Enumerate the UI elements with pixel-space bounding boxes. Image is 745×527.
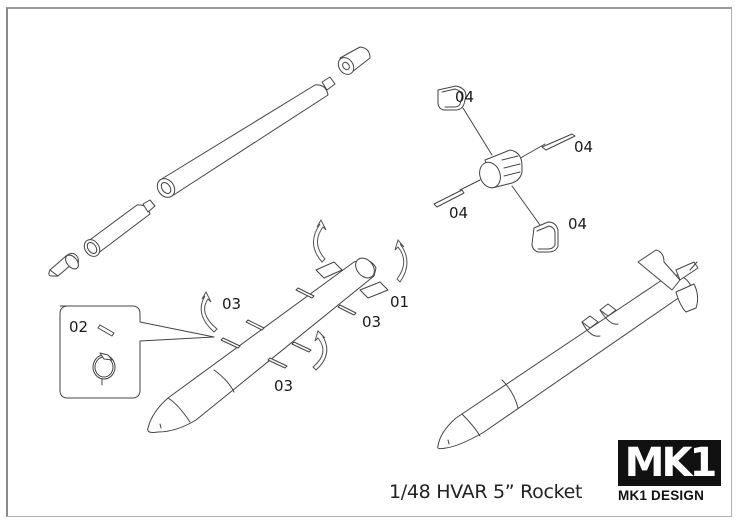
detail-callout [59, 305, 215, 399]
logo-mark: MK1 [624, 440, 718, 486]
curved-arrow-icon [312, 330, 328, 371]
callout-03: 03 [362, 313, 381, 331]
banded-rocket [147, 218, 408, 433]
fin-part-edge [541, 133, 576, 151]
lug-part [267, 357, 288, 369]
callout-04: 04 [449, 204, 468, 222]
lug-part [245, 319, 265, 331]
motor-tube-part [156, 76, 336, 198]
fin-assembly [433, 85, 576, 253]
brand-logo: MK1 MK1 DESIGN [618, 440, 721, 503]
callout-04: 04 [455, 88, 474, 106]
lug-part [337, 304, 357, 316]
exploded-rocket [48, 46, 371, 277]
completed-rocket [437, 249, 699, 450]
curved-arrow-icon [200, 290, 218, 333]
curved-arrow-icon [313, 218, 327, 263]
diagram-frame [6, 7, 732, 517]
callout-02: 02 [69, 318, 88, 336]
logo-mark-box: MK1 [618, 440, 721, 486]
warhead-part [83, 199, 156, 257]
callout-04: 04 [568, 215, 587, 233]
lug-part [291, 341, 312, 353]
band-strip-part [97, 324, 115, 337]
lug-part [220, 337, 241, 349]
diagram-title: 1/48 HVAR 5” Rocket [389, 481, 583, 503]
tail-nozzle-part [337, 46, 371, 75]
callout-03: 03 [274, 377, 293, 395]
callout-03: 03 [222, 295, 241, 313]
band-part-01 [315, 261, 343, 279]
band-part-01 [359, 281, 389, 299]
fin-part [637, 249, 681, 291]
callout-01: 01 [390, 293, 409, 311]
fin-part [675, 283, 699, 313]
fin-part [437, 85, 467, 111]
nose-fuze-part [48, 252, 79, 277]
lug-part [295, 287, 315, 299]
brand-name: MK1 DESIGN [618, 488, 705, 503]
callout-04: 04 [574, 138, 593, 156]
fin-part-edge [433, 189, 465, 208]
curved-arrow-icon [394, 238, 408, 283]
fin-part [531, 221, 559, 253]
